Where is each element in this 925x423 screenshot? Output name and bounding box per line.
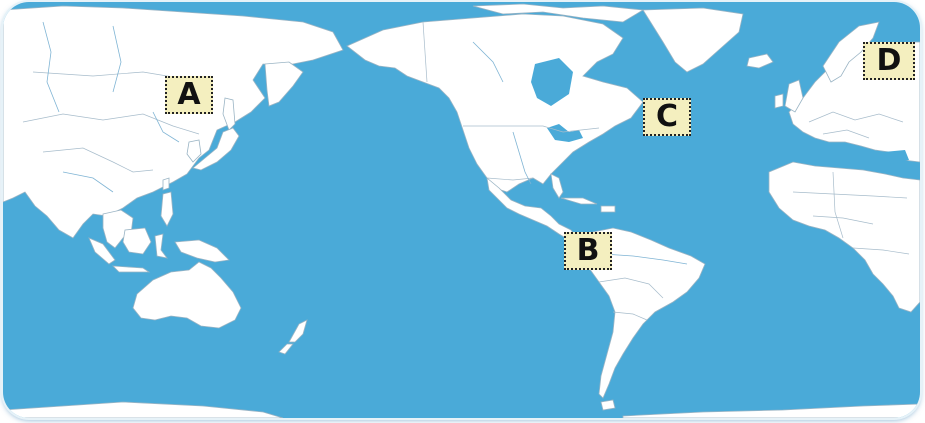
river-line [112,25,122,93]
landmass-great-britain [784,79,804,113]
landmass-taiwan [162,177,170,191]
river-line [62,171,114,193]
landmass-sumatra [88,237,116,265]
mediterranean [813,150,883,168]
landmass-new-zealand-south [278,343,294,355]
map-canvas [3,3,920,418]
border-line [422,21,428,83]
landmass-sulawesi [154,233,168,259]
border-line [22,113,200,135]
great-lakes [547,124,583,142]
river-line [512,131,532,185]
border-line [822,129,870,139]
landmass-antarctica-east [622,403,920,418]
river-line [152,111,180,143]
landmass-cuba [560,197,598,205]
border-line [792,191,908,199]
river-line [472,41,504,83]
river-line [42,21,60,113]
landmass-arctic-islands [472,3,645,23]
landmass-borneo [122,227,152,255]
landmass-korea [186,139,202,163]
map-marker-b: B [564,232,612,270]
landmass-philippines [160,191,174,227]
map-marker-c: C [643,98,691,136]
landmass-australia [132,261,242,329]
landmass-kamchatka [264,61,304,107]
landmass-java [111,265,151,273]
landmass-africa [768,161,920,313]
border-line [852,247,910,255]
border-line [486,177,534,181]
landmass-tierra-del-fuego [600,399,616,411]
river-line [602,253,688,265]
map-marker-a: A [165,76,213,114]
hudson-bay [531,58,573,106]
border-line [832,171,844,239]
landmass-antarctica-west [3,401,284,418]
border-line [612,311,648,321]
landmass-iceland [746,53,774,69]
border-line [463,125,600,133]
landmass-sakhalin [222,97,236,131]
landmass-greenland [642,7,744,73]
landmass-indochina [102,209,134,249]
landmass-florida [550,173,564,199]
landmass-asia [3,5,344,239]
world-map: A B C D [3,2,920,418]
landmass-new-zealand [288,319,308,343]
border-line [598,277,664,299]
landmass-hispaniola [600,205,616,213]
border-line [808,111,904,123]
landmass-japan [192,127,240,171]
black-sea [883,150,909,164]
landmass-south-america [576,227,706,399]
landmass-ireland [774,93,784,109]
map-marker-d: D [863,42,915,80]
landmass-new-guinea [174,239,230,263]
landmass-alaska-canada [346,13,644,193]
border-line [42,147,154,173]
border-line [812,215,874,225]
